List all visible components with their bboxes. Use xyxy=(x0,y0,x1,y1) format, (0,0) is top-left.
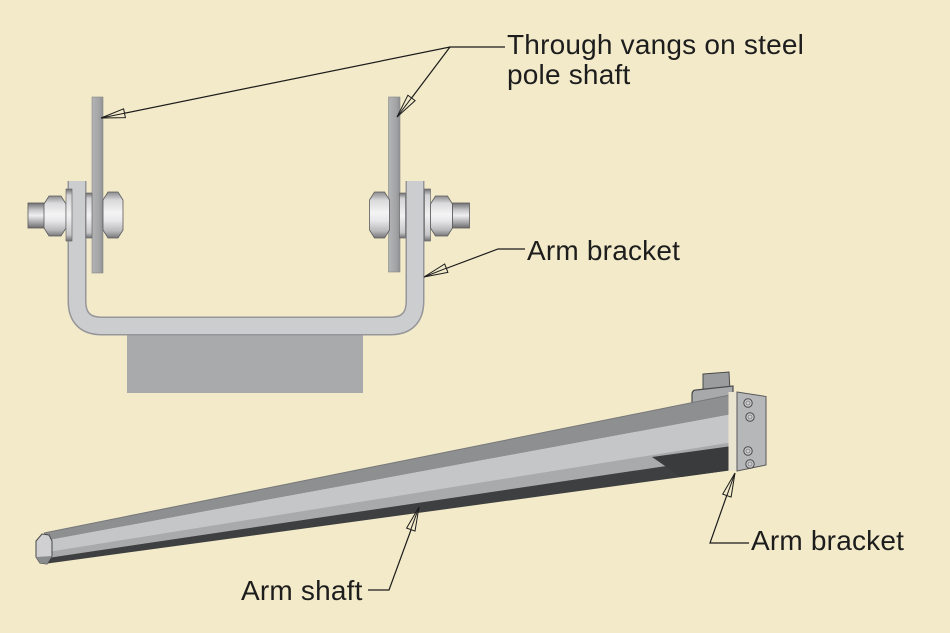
label-arm-bracket-top: Arm bracket xyxy=(527,235,681,266)
leader-armbracket-top xyxy=(425,248,525,277)
arm-shaft-view xyxy=(35,371,767,565)
leader-armshaft xyxy=(368,507,420,591)
bolt-assembly-left xyxy=(27,188,124,242)
washer-left-inner xyxy=(85,192,93,239)
washer-right-inner xyxy=(399,192,406,239)
shaft-facet-mid xyxy=(44,442,733,559)
label-through-vangs-line1: Through vangs on steel xyxy=(507,29,805,60)
hex-nut-right xyxy=(430,195,453,237)
leader-lines xyxy=(102,46,749,591)
bolt-assembly-right xyxy=(369,188,470,242)
leader-armbracket-bottom xyxy=(709,474,749,544)
label-arm-shaft: Arm shaft xyxy=(241,575,363,606)
vang-plate-right xyxy=(388,96,401,273)
bolt-1 xyxy=(743,398,753,408)
arrowheads xyxy=(100,94,736,532)
label-arm-bracket-bottom: Arm bracket xyxy=(751,525,905,556)
shaft-top-edge-line xyxy=(43,393,734,534)
shaft-facet-light xyxy=(44,414,733,553)
bolt-4 xyxy=(745,459,755,469)
bolt-4-hex xyxy=(747,461,753,467)
u-bracket xyxy=(69,181,423,334)
label-through-vangs: Through vangs on steel pole shaft xyxy=(507,30,804,90)
bracket-bolts xyxy=(743,398,755,469)
arrowhead-vang-right-line xyxy=(396,97,412,118)
label-through-vangs-line2: pole shaft xyxy=(507,59,631,90)
arrowhead-armbracket-bottom-line xyxy=(726,472,736,496)
bracket-highlight-strip xyxy=(728,392,738,471)
washer-right-outer xyxy=(424,188,431,242)
shaft-bottom-edge xyxy=(44,456,733,564)
arrowhead-armshaft-line xyxy=(410,506,420,530)
bolt-head-right xyxy=(369,191,390,239)
shaft-end-shadow xyxy=(652,446,732,477)
arrowhead-armbracket-bottom xyxy=(721,472,736,498)
bolt-2 xyxy=(745,412,755,422)
u-bracket-outline xyxy=(67,181,425,336)
bolt-2-hex xyxy=(747,414,753,420)
bolt-3-hex xyxy=(745,448,751,454)
bolt-1-hex xyxy=(745,400,751,406)
arrowhead-vang-left-line xyxy=(100,112,125,119)
washer-left-outer xyxy=(65,188,73,242)
arm-base-plate xyxy=(127,335,363,393)
bolt-3 xyxy=(743,446,753,456)
bolt-end-right xyxy=(452,202,470,229)
bolt-head-left xyxy=(102,191,124,239)
arrowhead-armbracket-top-line xyxy=(423,267,447,278)
arm-bracket-front-view xyxy=(27,96,470,393)
leader-vangs-left xyxy=(102,46,505,119)
hex-nut-left xyxy=(43,195,67,237)
bolt-end-left xyxy=(27,202,46,229)
vang-plate-left xyxy=(91,96,104,274)
shaft-facet-top xyxy=(44,394,733,541)
shaft-tip-lower-facet xyxy=(36,556,52,564)
